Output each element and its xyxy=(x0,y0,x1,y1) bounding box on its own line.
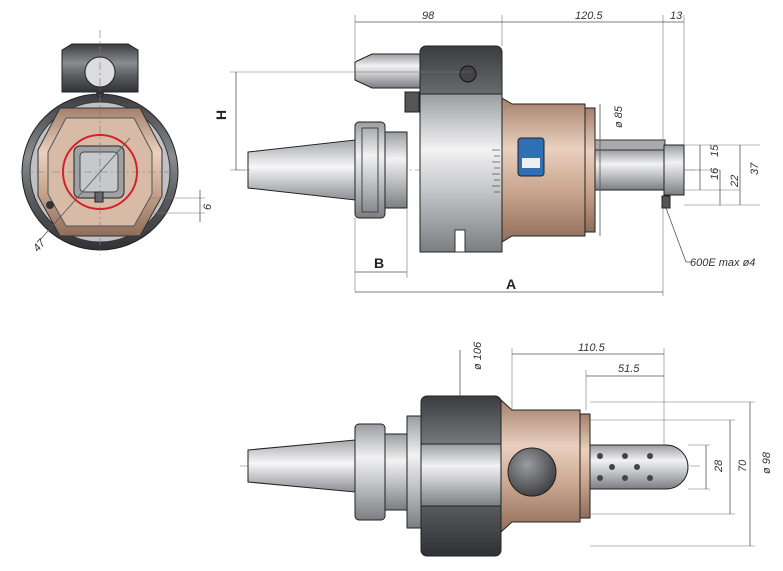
dim-13: 13 xyxy=(670,10,683,22)
front-bolt xyxy=(354,53,421,89)
front-taper xyxy=(247,139,356,201)
dim-A: A xyxy=(506,276,516,292)
front-spindle xyxy=(594,149,666,191)
dim-37: 37 xyxy=(749,162,761,175)
dim-H: H xyxy=(213,110,229,120)
dim-dia-85: ø 85 xyxy=(613,105,625,128)
bottom-ball xyxy=(507,447,557,497)
dim-dia-98: ø 98 xyxy=(761,451,773,474)
dim-110-5: 110.5 xyxy=(578,342,606,354)
dim-dia-106: ø 106 xyxy=(472,341,484,370)
dim-120-5: 120.5 xyxy=(575,10,603,22)
dim-47: 47 xyxy=(31,237,49,255)
dim-16: 16 xyxy=(709,167,721,180)
note-600E: 600E max ø4 xyxy=(690,257,755,269)
dim-22: 22 xyxy=(729,175,741,188)
dim-6: 6 xyxy=(202,203,214,210)
dim-51-5: 51.5 xyxy=(618,363,640,375)
bottom-view: ø 106 110.5 51.5 28 70 ø 98 xyxy=(240,341,773,557)
front-badge xyxy=(517,137,545,177)
dim-28: 28 xyxy=(713,459,725,473)
dim-98: 98 xyxy=(422,10,435,22)
dim-15: 15 xyxy=(709,144,721,157)
end-view: 47 6 xyxy=(20,30,214,255)
dim-70: 70 xyxy=(737,459,749,472)
front-view: 98 120.5 13 H ø 85 15 16 22 37 B A xyxy=(213,10,761,296)
dim-B: B xyxy=(374,255,384,271)
